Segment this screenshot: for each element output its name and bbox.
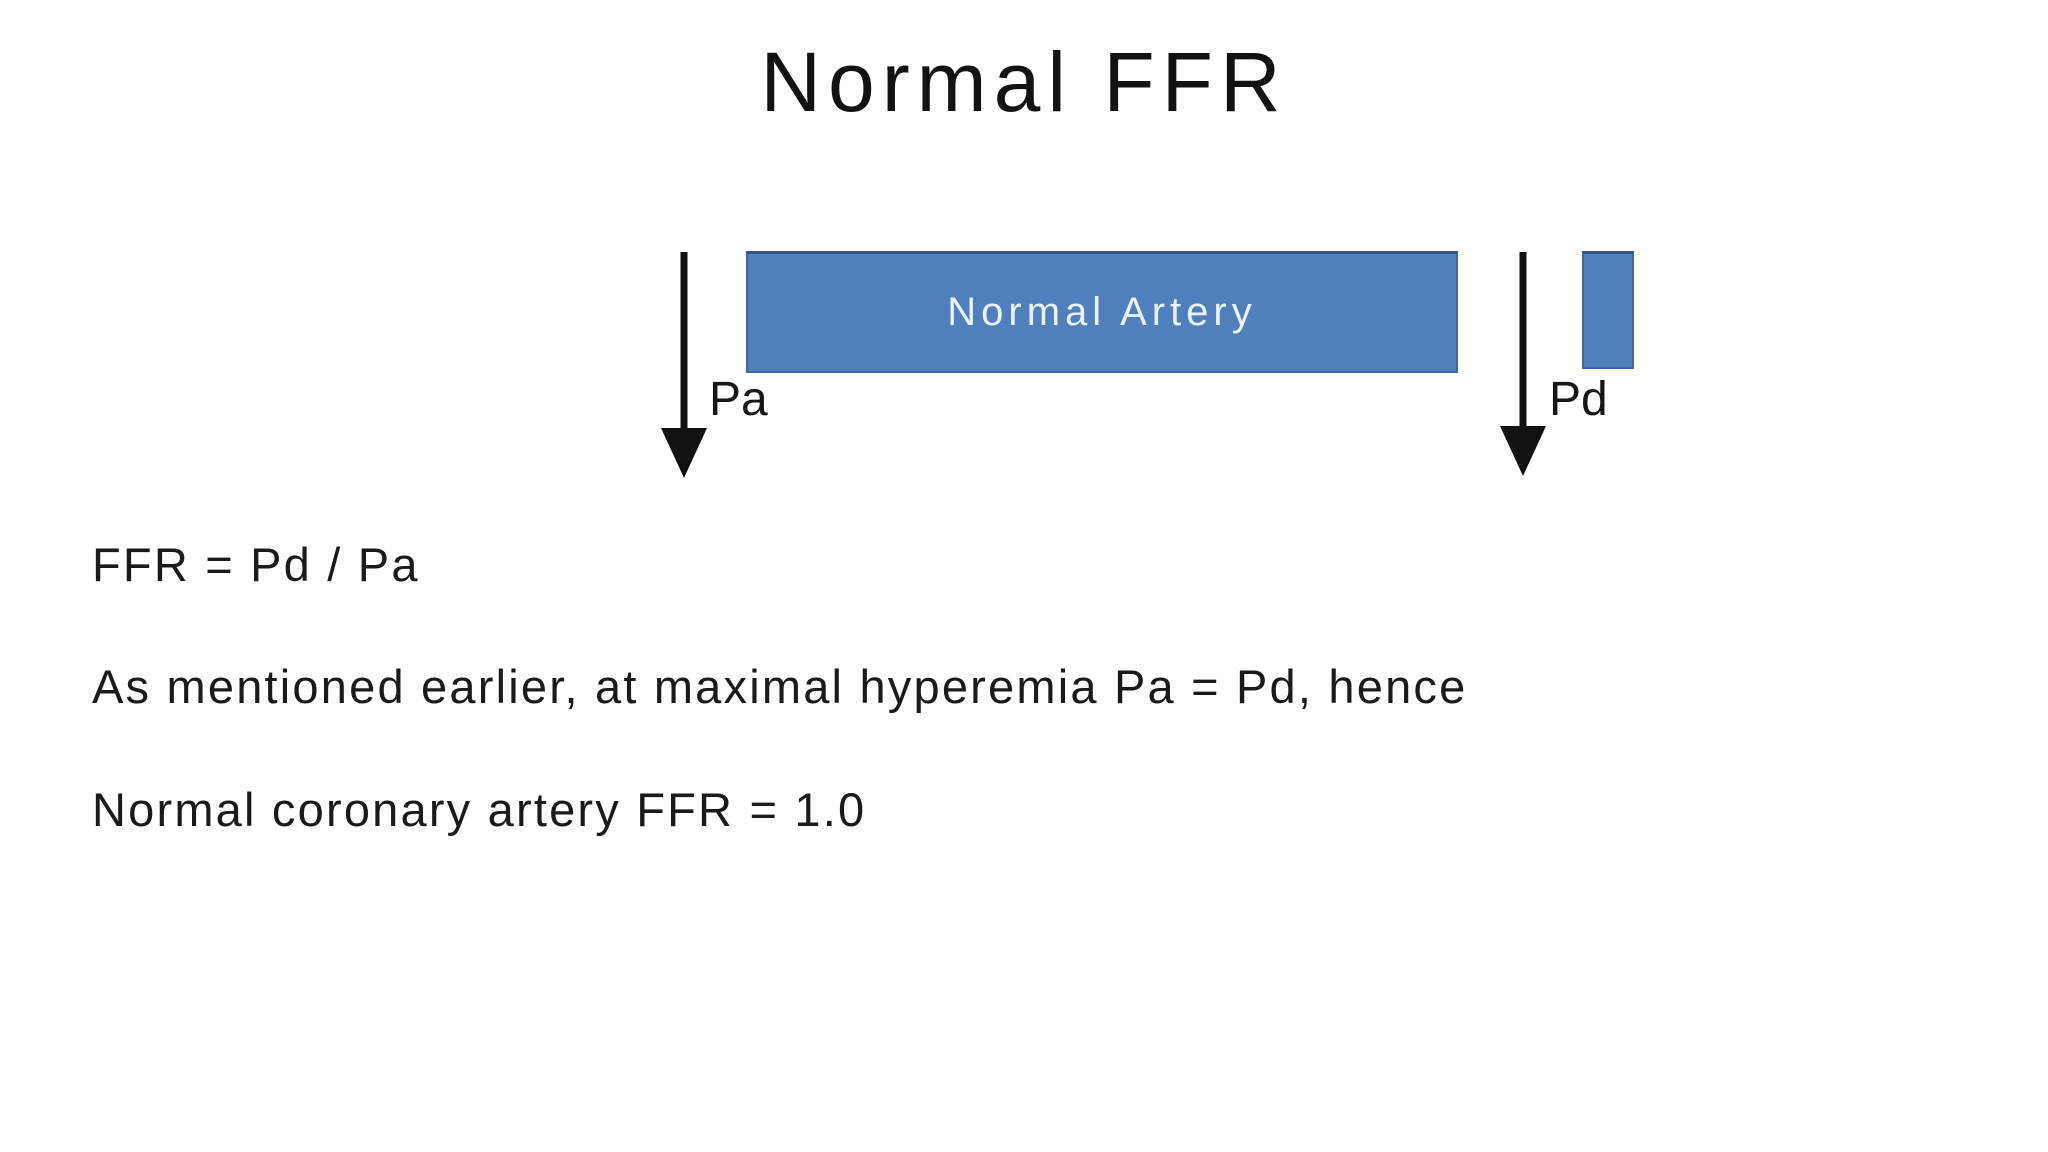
normal-ffr-value-line: Normal coronary artery FFR = 1.0 xyxy=(92,782,867,836)
ffr-diagram: Normal Artery Pa Pd xyxy=(0,0,2048,520)
normal-artery-label: Normal Artery xyxy=(947,290,1257,334)
page-title: Normal FFR xyxy=(760,35,1288,129)
normal-artery-bar: Normal Artery xyxy=(746,251,1458,373)
body-text-block: FFR = Pd / Pa As mentioned earlier, at m… xyxy=(92,540,1942,834)
hyperemia-explanation-line: As mentioned earlier, at maximal hyperem… xyxy=(92,660,1468,714)
proximal-pressure-label: Pa xyxy=(709,373,768,426)
distal-segment-bar xyxy=(1582,251,1634,369)
ffr-formula-line: FFR = Pd / Pa xyxy=(92,538,420,591)
proximal-pressure-arrow-icon xyxy=(661,252,707,478)
distal-pressure-arrow-icon xyxy=(1500,252,1546,476)
distal-pressure-label: Pd xyxy=(1549,373,1608,426)
